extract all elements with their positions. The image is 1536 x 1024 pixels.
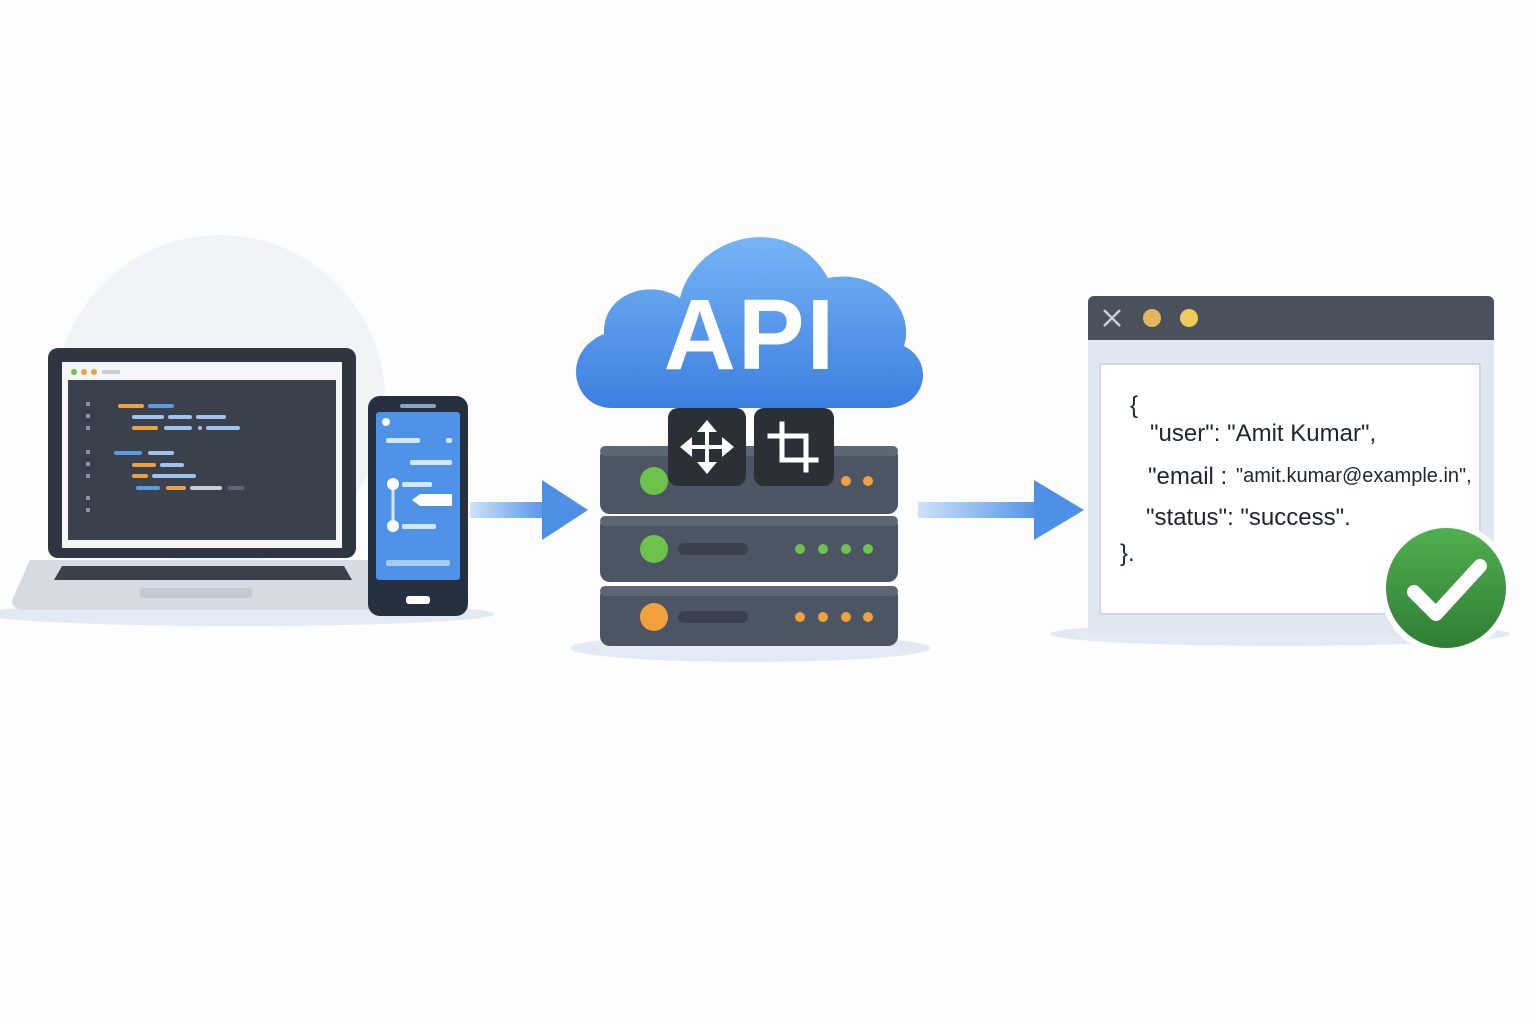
response-arrow: [918, 480, 1084, 540]
server-unit-bottom: [600, 586, 898, 646]
code-lines: [86, 402, 244, 512]
json-email-value: "amit.kumar@example.in",: [1236, 465, 1472, 487]
json-close-brace: }.: [1120, 540, 1135, 567]
phone-icon: [368, 396, 468, 616]
client-devices: [0, 235, 495, 626]
crop-icon[interactable]: [754, 408, 834, 486]
checkmark-icon: [1380, 522, 1512, 654]
move-arrows-icon[interactable]: [668, 408, 746, 486]
request-arrow: [470, 480, 588, 540]
server-unit-middle: [600, 516, 898, 582]
response-window: [1050, 296, 1510, 646]
server-stack: [570, 446, 930, 662]
window-titlebar: [1088, 296, 1494, 340]
api-label: API: [663, 279, 837, 391]
close-icon[interactable]: [1103, 309, 1121, 327]
window-dot: [1180, 309, 1198, 327]
api-cloud: [576, 237, 924, 408]
window-dot: [1143, 309, 1161, 327]
server-unit-top: [600, 446, 898, 514]
json-status-line: "status": "success".: [1146, 504, 1351, 531]
json-open-brace: {: [1130, 392, 1139, 419]
json-email-key: "email :: [1148, 463, 1228, 490]
laptop-icon: [12, 348, 392, 610]
json-user-line: "user": "Amit Kumar",: [1150, 420, 1377, 447]
